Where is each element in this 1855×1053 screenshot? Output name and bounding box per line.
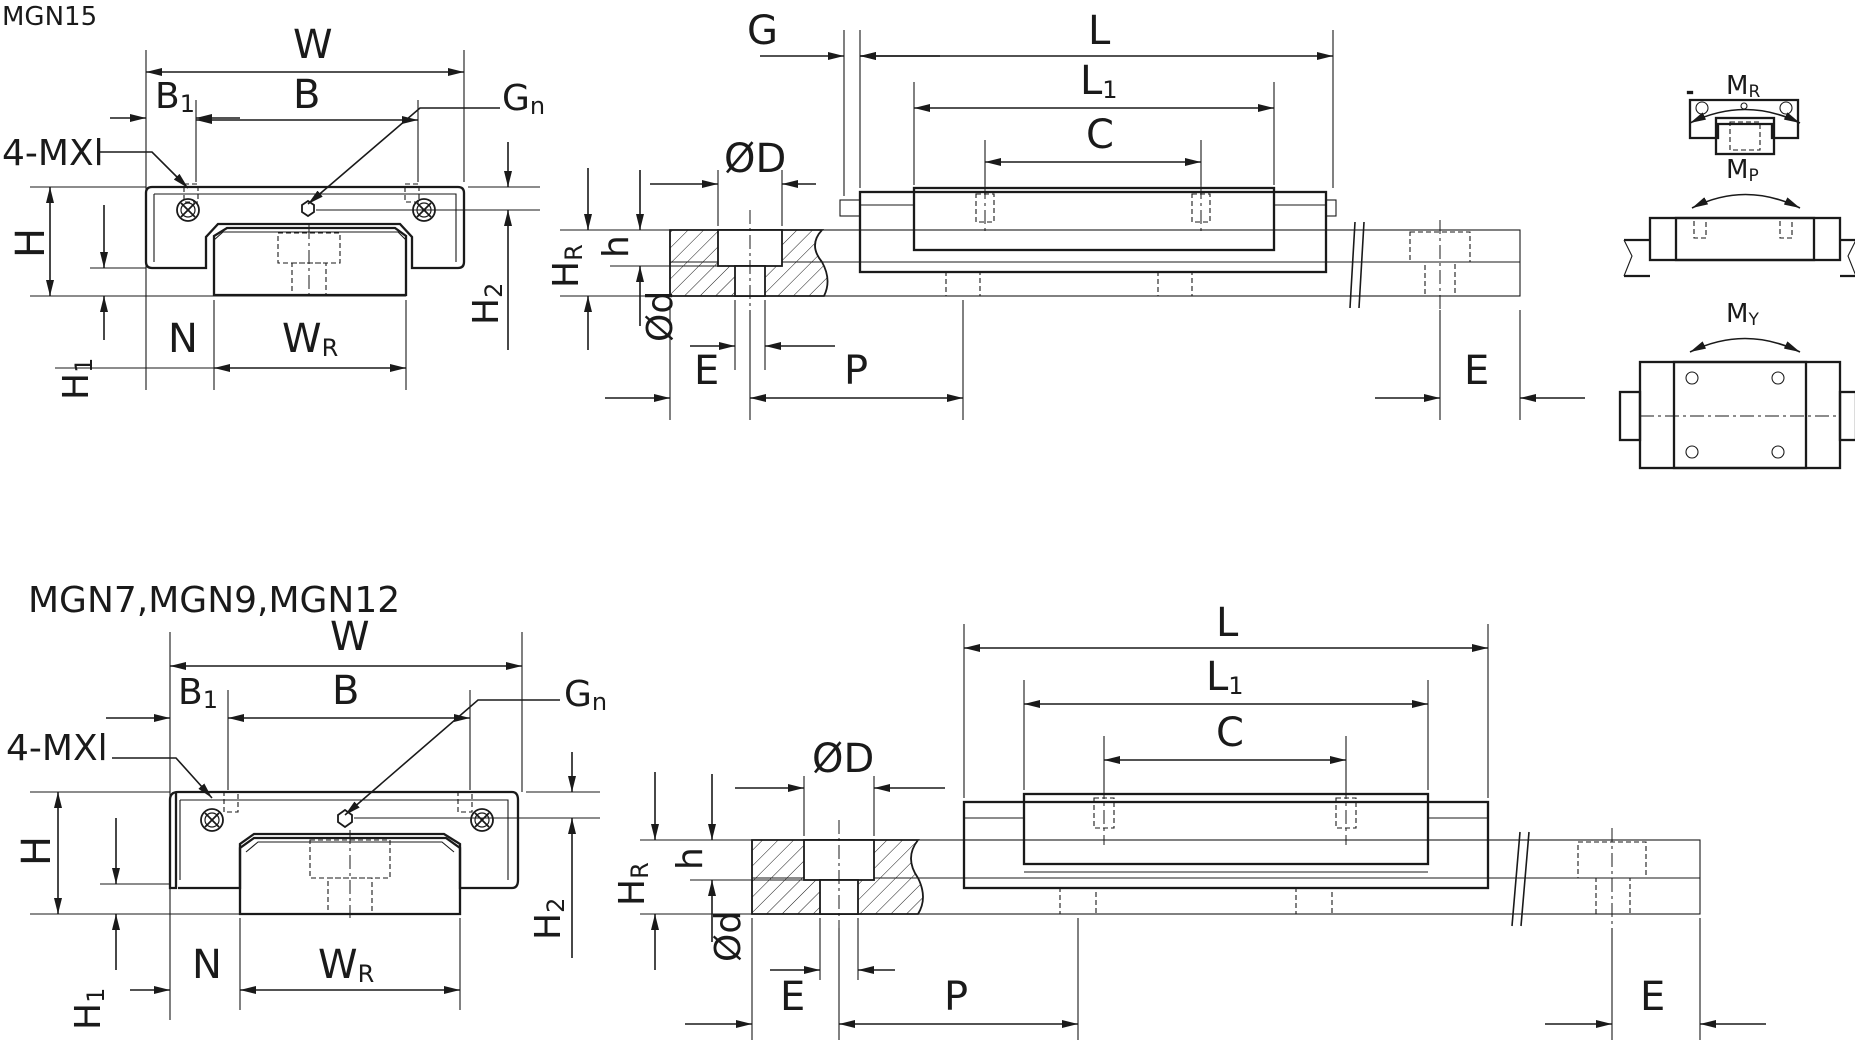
dim-B: B	[293, 72, 320, 118]
dim-L1: L1	[1080, 58, 1118, 104]
dim-P: P	[844, 348, 868, 394]
label-mount: 4-MXl	[6, 728, 108, 769]
dim-D: ØD	[724, 136, 786, 182]
dim-H1: H1	[56, 358, 98, 400]
dim-d: Ød	[640, 291, 681, 342]
mount-screw-right-icon	[470, 808, 494, 832]
label-Gn: Gn	[502, 78, 545, 120]
dim-H1: H1	[68, 988, 110, 1030]
dim-W: W	[330, 614, 370, 660]
top-cross-section: W B B1 H H1 H2 WR N Gn 4-MXl	[2, 22, 545, 400]
dim-N: N	[168, 316, 198, 362]
dim-B1: B1	[155, 76, 195, 118]
top-side-view: G L L1 C ØD HR h Ød E P E	[546, 8, 1585, 420]
dim-P: P	[944, 974, 968, 1020]
label-Gn: Gn	[564, 674, 607, 716]
rail-outline	[212, 226, 408, 297]
dim-L1: L1	[1206, 654, 1244, 700]
dim-B1: B1	[178, 672, 218, 714]
top-section: MGN15	[2, 2, 1855, 470]
bottom-cross-section: W B B1 H H1 H2 WR N Gn 4-MXl	[6, 614, 607, 1030]
dim-d: Ød	[708, 911, 749, 962]
dim-WR: WR	[318, 942, 374, 988]
dim-HR: HR	[612, 862, 654, 906]
mount-screw-left-icon	[200, 808, 224, 832]
dim-h: h	[596, 235, 637, 258]
dim-C: C	[1086, 112, 1114, 158]
bottom-section: MGN7,MGN9,MGN12	[6, 580, 1766, 1040]
dim-B: B	[332, 668, 359, 714]
moment-MP: MP	[1623, 155, 1855, 278]
bottom-title: MGN7,MGN9,MGN12	[28, 580, 400, 621]
svg-text:MR: MR	[1726, 71, 1760, 102]
dim-D: ØD	[812, 736, 874, 782]
dim-E-right: E	[1464, 348, 1489, 394]
top-title: MGN15	[2, 2, 97, 32]
dim-HR: HR	[546, 244, 588, 288]
label-mount: 4-MXl	[2, 133, 104, 174]
dim-E-right: E	[1640, 974, 1665, 1020]
dim-C: C	[1216, 710, 1244, 756]
svg-text:MP: MP	[1726, 155, 1759, 186]
moment-MY: MY	[1618, 299, 1855, 470]
dim-H2: H2	[466, 283, 508, 325]
block-body	[962, 800, 1490, 890]
rail-outline	[238, 836, 462, 916]
dim-W: W	[293, 22, 333, 68]
moment-MR: MR	[1686, 71, 1801, 156]
svg-text:MY: MY	[1726, 299, 1759, 330]
dim-G: G	[747, 8, 778, 54]
block-body	[858, 190, 1328, 274]
dim-L: L	[1088, 8, 1111, 54]
dim-WR: WR	[282, 316, 338, 362]
grease-nipple-icon	[337, 808, 353, 829]
dim-H: H	[8, 228, 54, 258]
dim-H2: H2	[528, 898, 570, 940]
dim-E-left: E	[694, 348, 719, 394]
dim-H: H	[14, 836, 60, 866]
dim-E-left: E	[780, 974, 805, 1020]
dim-N: N	[192, 942, 222, 988]
dim-L: L	[1216, 600, 1239, 646]
dim-h: h	[670, 847, 711, 870]
moment-diagrams: MR MP M	[1618, 71, 1855, 470]
bottom-side-view: L L1 C ØD HR h Ød E P E	[612, 600, 1766, 1040]
